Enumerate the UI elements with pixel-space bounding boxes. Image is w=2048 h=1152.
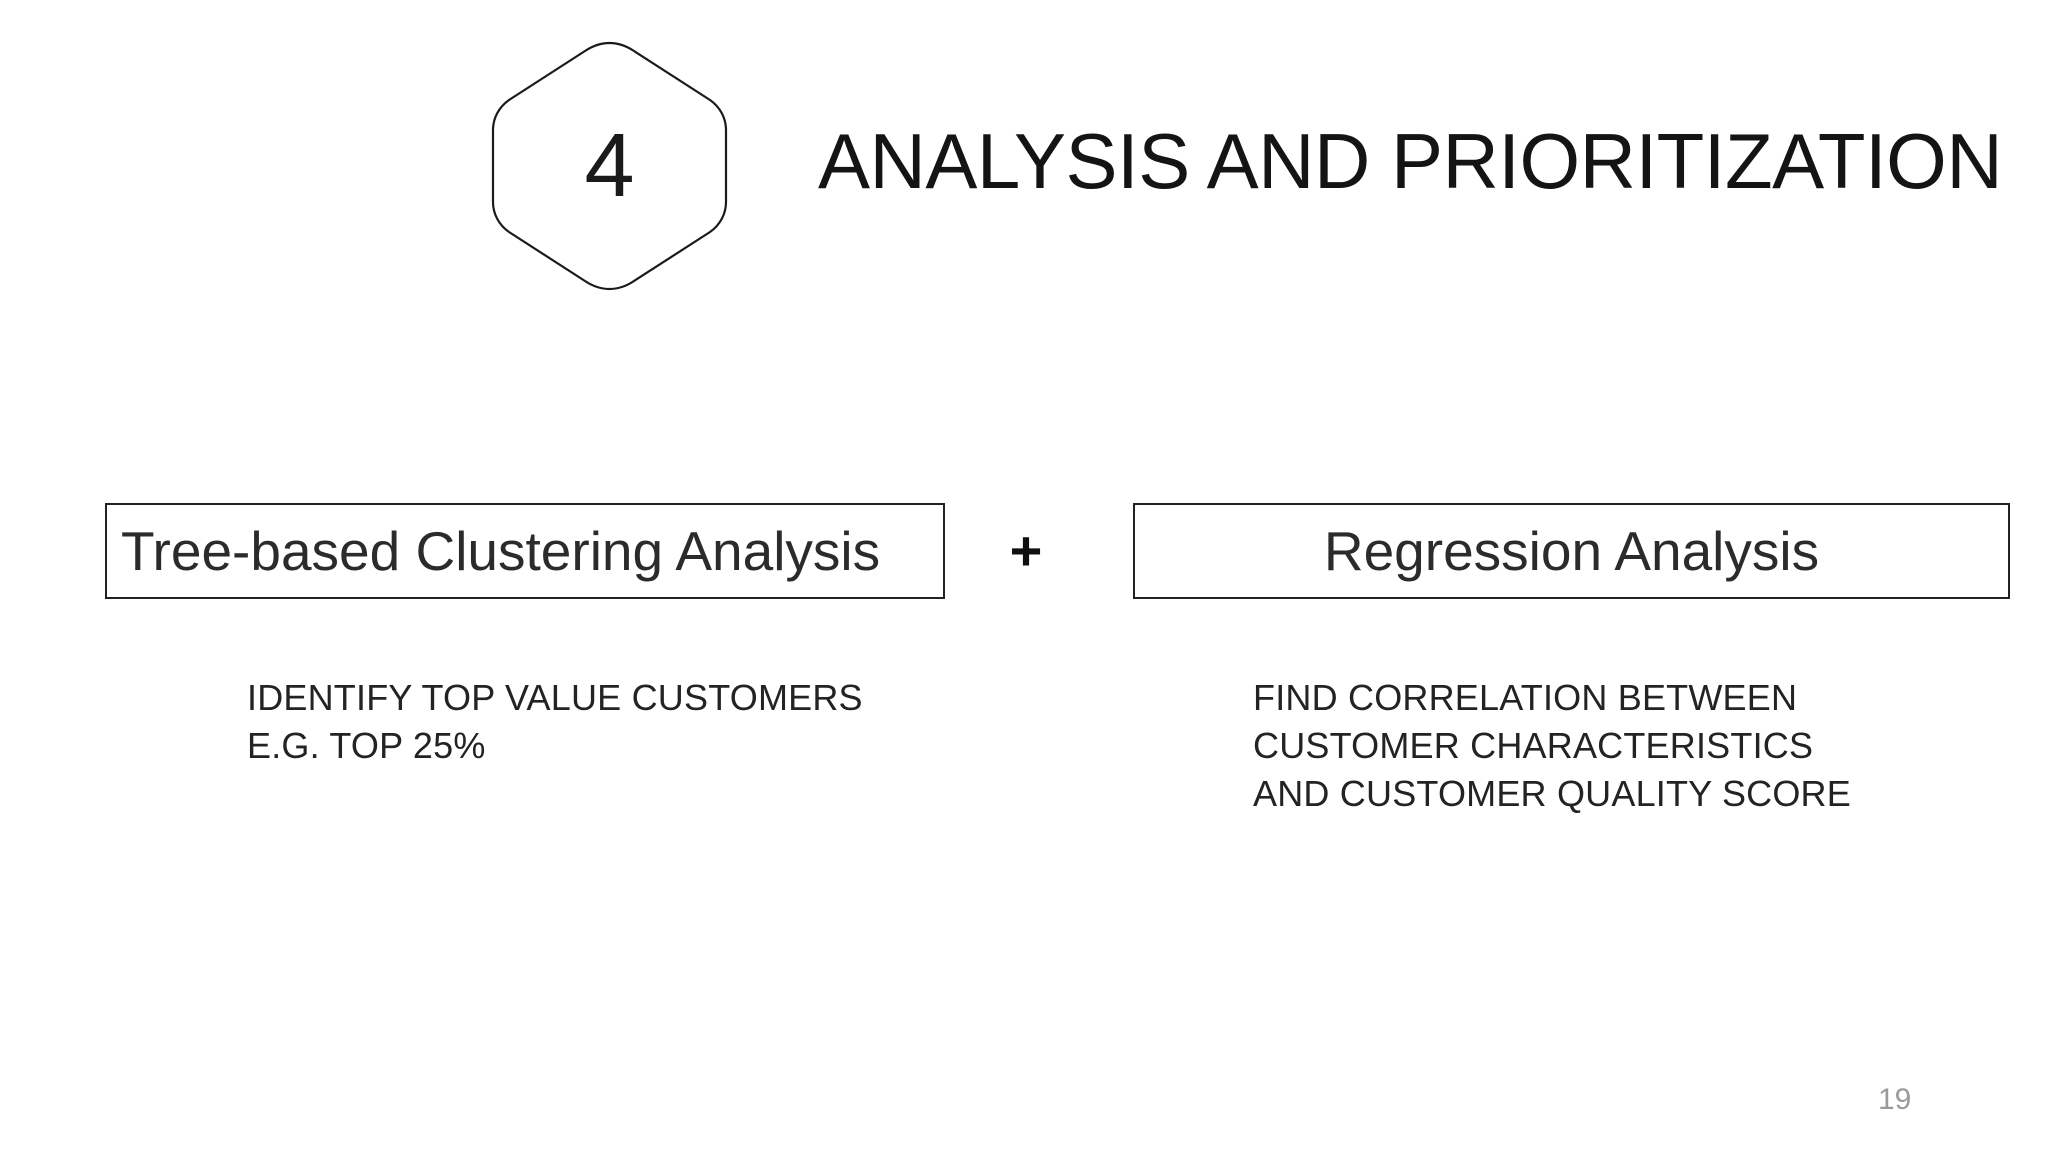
hexagon-badge-icon (488, 38, 731, 294)
caption-line: AND CUSTOMER QUALITY SCORE (1253, 773, 1851, 814)
caption-line: IDENTIFY TOP VALUE CUSTOMERS (247, 677, 863, 718)
plus-operator: + (1009, 519, 1043, 582)
method-label-regression: Regression Analysis (1323, 519, 1820, 582)
method-box-regression[interactable]: Regression Analysis (1133, 503, 2010, 599)
page-title: ANALYSIS AND PRIORITIZATION (818, 117, 2003, 205)
method-description-clustering: IDENTIFY TOP VALUE CUSTOMERS E.G. TOP 25… (247, 674, 863, 770)
caption-line: FIND CORRELATION BETWEEN (1253, 677, 1798, 718)
caption-line: CUSTOMER CHARACTERISTICS (1253, 725, 1814, 766)
caption-line: E.G. TOP 25% (247, 725, 486, 766)
method-description-regression: FIND CORRELATION BETWEEN CUSTOMER CHARAC… (1253, 674, 1851, 818)
page-number: 19 (1878, 1083, 1912, 1116)
badge-number: 4 (584, 116, 635, 216)
method-label-clustering: Tree-based Clustering Analysis (121, 519, 881, 582)
method-box-clustering[interactable]: Tree-based Clustering Analysis (105, 503, 945, 599)
